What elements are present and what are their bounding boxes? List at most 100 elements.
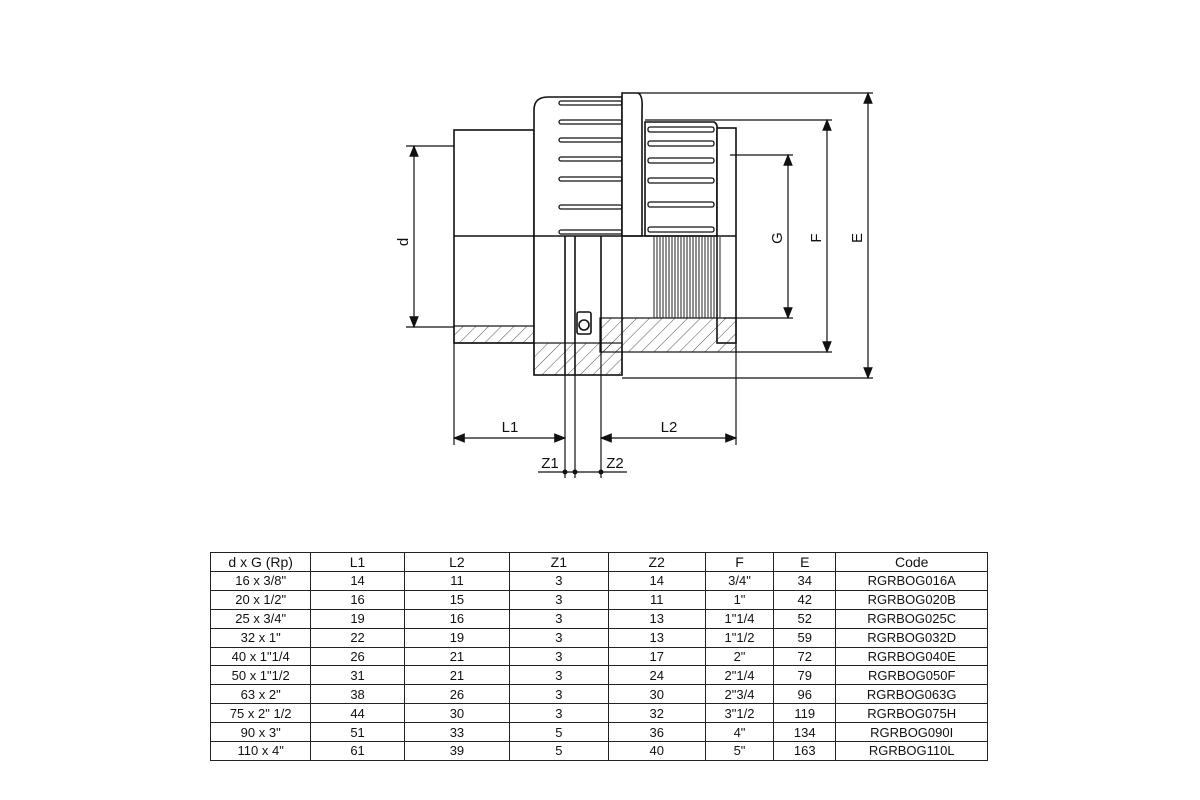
table-cell: 44	[310, 703, 405, 724]
table-cell: 4"	[704, 722, 775, 743]
table-cell: 30	[607, 684, 706, 705]
table-cell: 24	[607, 665, 706, 686]
table-cell: 119	[773, 703, 837, 724]
table-cell: 19	[310, 608, 405, 629]
table-cell: RGRBOG016A	[835, 571, 988, 591]
table-cell: 30	[403, 703, 511, 724]
label-l2: L2	[661, 419, 678, 436]
table-cell: RGRBOG110L	[835, 741, 988, 761]
column-header: E	[773, 552, 837, 572]
table-cell: 36	[607, 722, 706, 743]
table-cell: 96	[773, 684, 837, 705]
table-cell: 32	[607, 703, 706, 724]
table-cell: 3	[509, 571, 609, 591]
table-cell: 110 x 4"	[209, 741, 312, 761]
label-g: G	[769, 232, 786, 244]
table-cell: 15	[403, 589, 511, 610]
table-cell: 1"	[704, 589, 775, 610]
table-cell: 1"1/4	[704, 608, 775, 629]
column-header: Z2	[607, 552, 706, 572]
table-cell: 25 x 3/4"	[209, 608, 312, 629]
internal-thread	[653, 237, 721, 318]
table-cell: 14	[310, 571, 405, 591]
table-cell: 34	[773, 571, 837, 591]
table-cell: 134	[773, 722, 837, 743]
table-cell: 32 x 1"	[209, 627, 312, 648]
column-header: F	[704, 552, 775, 572]
table-cell: 75 x 2" 1/2	[209, 703, 312, 724]
table-cell: 61	[310, 741, 405, 761]
table-cell: 2"	[704, 646, 775, 667]
table-cell: 1"1/2	[704, 627, 775, 648]
table-cell: RGRBOG063G	[835, 684, 988, 705]
table-cell: 79	[773, 665, 837, 686]
table-cell: 3	[509, 627, 609, 648]
table-cell: 13	[607, 627, 706, 648]
table-cell: 3	[509, 665, 609, 686]
nut-grooves	[558, 100, 715, 235]
table-cell: 39	[403, 741, 511, 761]
table-cell: 19	[403, 627, 511, 648]
table-cell: 5"	[704, 741, 775, 761]
label-z2: Z2	[606, 455, 624, 472]
table-cell: 26	[403, 684, 511, 705]
table-cell: 50 x 1"1/2	[209, 665, 312, 686]
table-cell: 16 x 3/8"	[209, 571, 312, 591]
table-cell: 59	[773, 627, 837, 648]
table-cell: 20 x 1/2"	[209, 589, 312, 610]
column-header: L2	[403, 552, 511, 572]
table-cell: 5	[509, 722, 609, 743]
dimension-lines	[406, 91, 873, 478]
table-cell: 90 x 3"	[209, 722, 312, 743]
label-e: E	[849, 233, 866, 243]
table-cell: 3"1/2	[704, 703, 775, 724]
table-cell: 40 x 1"1/4	[209, 646, 312, 667]
table-cell: 38	[310, 684, 405, 705]
table-cell: 16	[310, 589, 405, 610]
table-cell: 3	[509, 684, 609, 705]
label-f: F	[808, 233, 825, 242]
table-cell: 42	[773, 589, 837, 610]
table-cell: RGRBOG025C	[835, 608, 988, 629]
table-cell: 22	[310, 627, 405, 648]
table-cell: RGRBOG020B	[835, 589, 988, 610]
table-cell: 72	[773, 646, 837, 667]
column-header: L1	[310, 552, 405, 572]
table-cell: 2"3/4	[704, 684, 775, 705]
table-cell: 33	[403, 722, 511, 743]
table-cell: 16	[403, 608, 511, 629]
table-cell: 51	[310, 722, 405, 743]
column-header: d x G (Rp)	[209, 552, 312, 572]
table-cell: 21	[403, 665, 511, 686]
table-cell: RGRBOG032D	[835, 627, 988, 648]
table-cell: 2"1/4	[704, 665, 775, 686]
label-d: d	[395, 238, 412, 246]
z-dimension-dots	[562, 469, 604, 475]
table-cell: 11	[403, 571, 511, 591]
table-cell: 3	[509, 608, 609, 629]
label-l1: L1	[502, 419, 519, 436]
table-cell: 3	[509, 589, 609, 610]
table-cell: 13	[607, 608, 706, 629]
label-z1: Z1	[541, 455, 559, 472]
table-cell: 26	[310, 646, 405, 667]
table-cell: 5	[509, 741, 609, 761]
table-cell: RGRBOG090I	[835, 722, 988, 743]
table-cell: 11	[607, 589, 706, 610]
table-cell: 52	[773, 608, 837, 629]
table-cell: 17	[607, 646, 706, 667]
table-cell: 63 x 2"	[209, 684, 312, 705]
table-cell: 3	[509, 646, 609, 667]
table-cell: 21	[403, 646, 511, 667]
